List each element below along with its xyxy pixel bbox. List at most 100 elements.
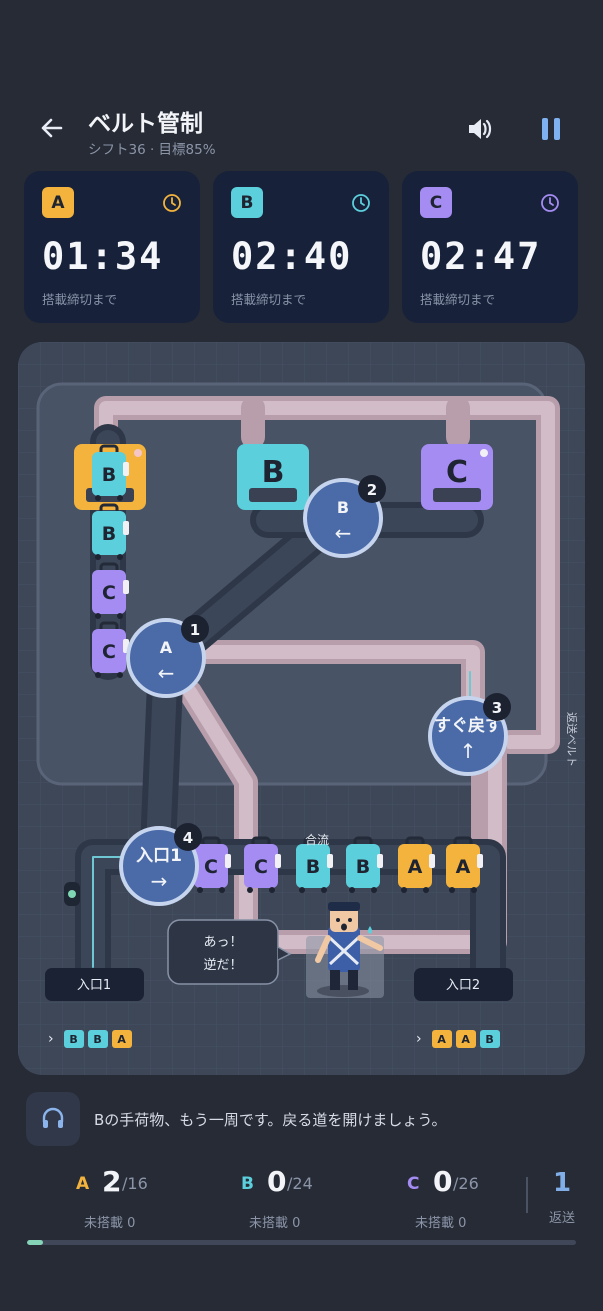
stat-divider (526, 1177, 528, 1213)
luggage-letter: B (306, 856, 320, 878)
headset-icon (26, 1092, 80, 1146)
deadline-label: 搭載締切まで (42, 292, 118, 307)
return-belt-label: 返送ベルト (565, 712, 579, 767)
entrance-label: 入口2 (446, 978, 480, 993)
luggage-letter: C (102, 582, 116, 604)
luggage-b: B (92, 444, 129, 501)
gate-arrow: ↑ (460, 739, 477, 763)
gate-arrow: ← (158, 661, 175, 685)
card-badge: C (420, 187, 452, 218)
sound-button[interactable] (462, 112, 496, 146)
luggage-letter: A (456, 856, 471, 878)
gate-2[interactable]: B ← 2 (303, 475, 386, 558)
gate-number: 4 (183, 829, 193, 847)
page-title: ベルト管制 (88, 111, 203, 137)
luggage-a: A (398, 836, 435, 893)
clock-icon (541, 194, 559, 212)
returned-count: 1 (552, 1168, 572, 1198)
luggage-b: B (296, 836, 333, 893)
hint-text: Bの手荷物、もう一周です。戻る道を開けましょう。 (94, 1111, 447, 1129)
stat-total: /16 (122, 1174, 148, 1193)
bin-c: C (421, 444, 493, 510)
arrow-left-icon (41, 118, 63, 138)
luggage-letter: C (204, 856, 218, 878)
stat-letter: C (407, 1174, 420, 1194)
speaker-icon (469, 119, 492, 139)
signal-light (64, 882, 80, 906)
pause-icon (542, 118, 560, 140)
luggage-letter: B (102, 523, 116, 545)
deadline-timer: 02:47 (420, 235, 542, 278)
chevron-right-icon: › (48, 1031, 54, 1047)
luggage-c: C (92, 621, 129, 678)
incoming-chip-b: B (479, 1030, 500, 1048)
entrance-label: 入口1 (77, 978, 111, 993)
stat-a: A 2 /16 未搭載 0 (76, 1165, 196, 1231)
card-badge: A (42, 187, 74, 218)
speech-line: 逆だ！ (203, 957, 242, 973)
hint-bar: Bの手荷物、もう一周です。戻る道を開けましょう。 (26, 1092, 578, 1146)
stat-b: B 0 /24 未搭載 0 (241, 1165, 361, 1231)
bin-b: B (237, 444, 309, 510)
deadline-timer: 01:34 (42, 235, 164, 278)
deadline-card-a: A 01:34 搭載締切まで (24, 171, 200, 323)
bin-letter: C (446, 455, 468, 490)
gate-arrow: → (151, 869, 168, 893)
incoming-chip-b: B (87, 1030, 108, 1048)
gate-1[interactable]: A←1 (126, 615, 209, 698)
luggage-a: A (446, 836, 483, 893)
deadline-card-b: B 02:40 搭載締切まで (213, 171, 389, 323)
back-button[interactable] (34, 110, 70, 146)
luggage-letter: C (254, 856, 268, 878)
speech-bubble: あっ！ 逆だ！ (167, 919, 292, 985)
card-badge: B (231, 187, 263, 218)
gate-number: 3 (492, 699, 502, 717)
deadline-label: 搭載締切まで (420, 292, 496, 307)
clock-icon (163, 194, 181, 212)
gate-arrow: ← (335, 521, 352, 545)
luggage-letter: B (102, 464, 116, 486)
entrance-2: 入口2 (414, 968, 513, 1001)
returned-label: 返送 (548, 1211, 575, 1226)
luggage-letter: C (102, 641, 116, 663)
incoming-chip-a: A (111, 1030, 132, 1048)
pause-button[interactable] (534, 112, 568, 146)
clock-icon (352, 194, 370, 212)
gate-label: B (337, 498, 349, 517)
gate-label: すぐ戻す (434, 715, 502, 736)
stat-letter: B (241, 1174, 254, 1194)
merge-label: 合流 (305, 832, 329, 847)
stat-total: /24 (287, 1174, 313, 1193)
stat-unloaded: 未搭載 0 (249, 1216, 301, 1231)
stat-letter: A (76, 1174, 90, 1194)
luggage-letter: A (408, 856, 423, 878)
incoming-chip-a: A (455, 1030, 476, 1048)
luggage-c: C (92, 562, 129, 619)
stat-loaded: 0 (267, 1165, 287, 1198)
worker-character (306, 902, 384, 998)
luggage-letter: B (356, 856, 370, 878)
deadline-label: 搭載締切まで (231, 292, 307, 307)
stat-unloaded: 未搭載 0 (415, 1216, 467, 1231)
gate-label: 入口1 (136, 846, 182, 866)
gate-3[interactable]: すぐ戻す ↑ 3 (428, 693, 511, 776)
gate-label: A (160, 638, 173, 657)
stat-c: C 0 /26 未搭載 0 (407, 1165, 527, 1231)
progress-bar (27, 1240, 576, 1245)
luggage-c: C (244, 836, 281, 893)
luggage-b: B (346, 836, 383, 893)
incoming-chip-a: A (431, 1030, 452, 1048)
stat-unloaded: 未搭載 0 (84, 1216, 136, 1231)
gate-number: 2 (367, 481, 377, 499)
stat-loaded: 0 (433, 1165, 453, 1198)
gate-4[interactable]: 入口1 → 4 (119, 823, 202, 906)
progress-fill (27, 1240, 44, 1245)
speech-line: あっ！ (203, 935, 242, 950)
deadline-timer: 02:40 (231, 235, 353, 278)
